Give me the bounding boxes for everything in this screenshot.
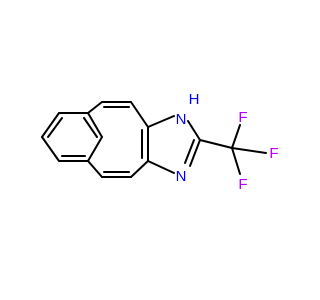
structure-canvas: H N N F F F bbox=[41, 91, 279, 193]
double-bond-inner bbox=[47, 117, 63, 138]
trifluoromethyl-group bbox=[199, 124, 267, 175]
bond bbox=[231, 147, 241, 175]
bond bbox=[187, 120, 201, 141]
benzene-ring-middle bbox=[87, 101, 149, 178]
bond bbox=[41, 112, 60, 138]
bond bbox=[130, 160, 149, 178]
atom-label-h: H bbox=[189, 91, 200, 108]
bond bbox=[41, 136, 60, 162]
imidazole-ring bbox=[147, 115, 201, 174]
atom-label-n: N bbox=[176, 168, 187, 185]
bond bbox=[147, 115, 175, 128]
bond bbox=[87, 101, 103, 114]
atom-label-f-top: F bbox=[238, 109, 247, 126]
atom-label-f-bottom: F bbox=[238, 176, 247, 193]
bond bbox=[130, 101, 149, 128]
bond bbox=[87, 160, 103, 178]
bond bbox=[231, 124, 241, 149]
bond bbox=[189, 139, 201, 167]
atom-label-n-h: N bbox=[176, 111, 187, 128]
bond bbox=[87, 112, 103, 138]
bond bbox=[87, 136, 103, 162]
double-bond-inner bbox=[83, 117, 98, 138]
benzene-ring-left bbox=[41, 112, 103, 162]
molecule-diagram: H N N F F F bbox=[41, 91, 279, 193]
bond bbox=[147, 160, 175, 174]
atom-label-f-right: F bbox=[269, 145, 278, 162]
double-bond-inner bbox=[184, 139, 195, 164]
bond bbox=[199, 139, 233, 149]
bond bbox=[231, 147, 267, 154]
